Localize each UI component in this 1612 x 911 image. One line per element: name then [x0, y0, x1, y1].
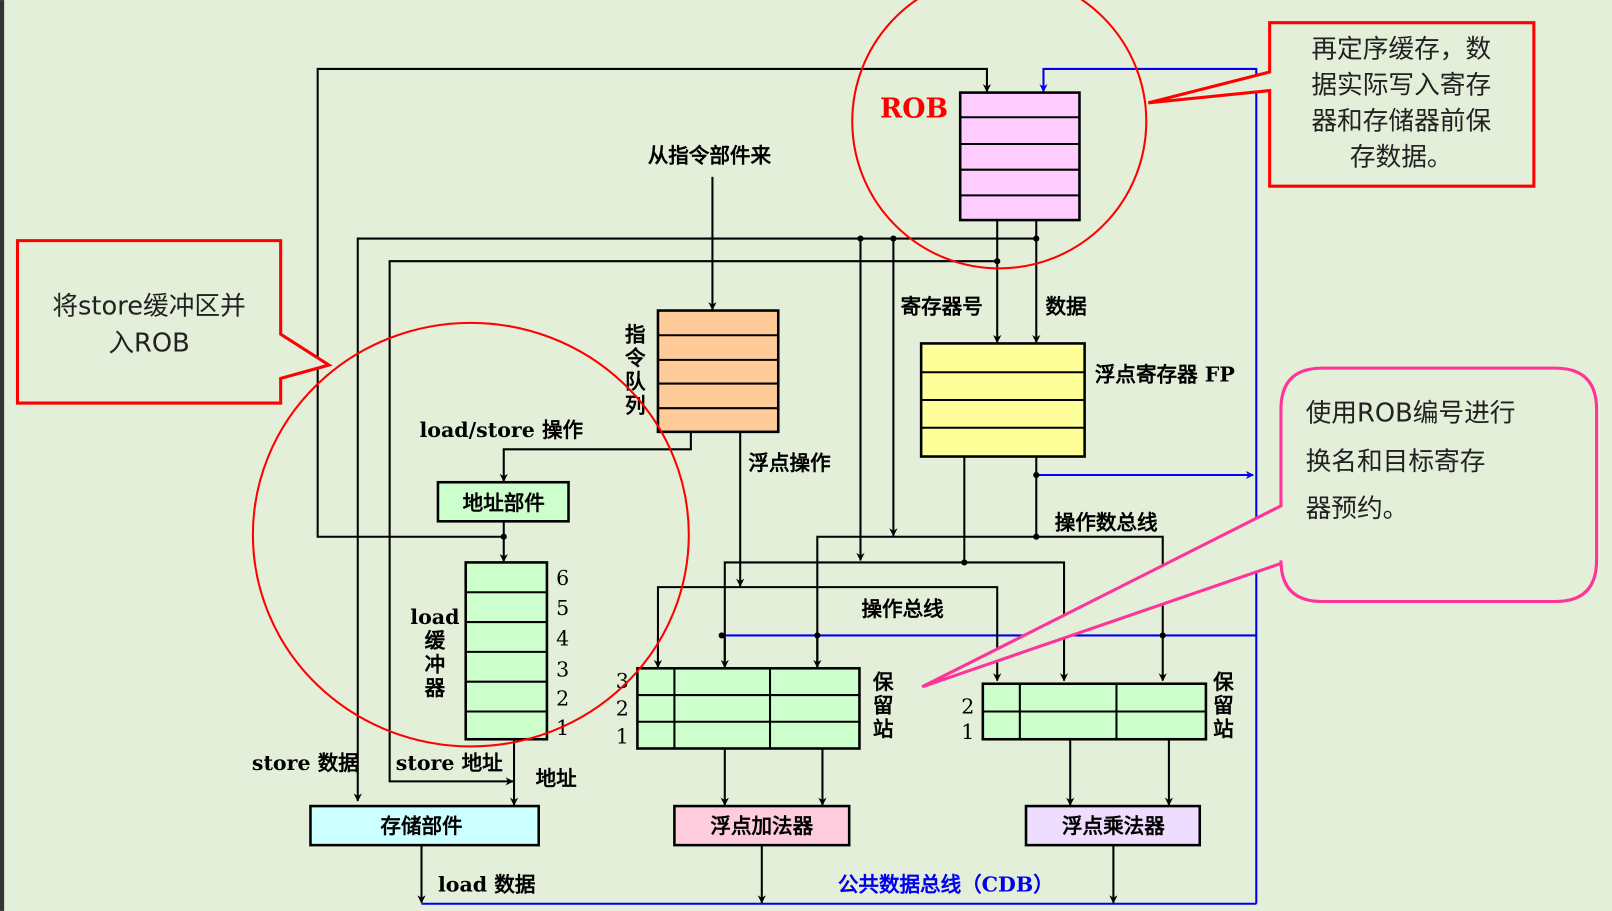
instruction-queue-label: 指 令 队 列	[625, 322, 646, 417]
multiplier-reservation-station	[981, 682, 1208, 741]
store-callout: 将store缓冲区并 入ROB	[15, 239, 333, 405]
iq-label-char: 令	[625, 346, 646, 370]
operand-bus	[816, 535, 1167, 682]
fp-registers-label: 浮点寄存器 FP	[1095, 362, 1235, 386]
callout-line: 器和存储器前保	[1311, 107, 1491, 137]
lb-label: 冲	[425, 652, 446, 676]
fp-multiplier-box	[1024, 804, 1202, 847]
load-buffer-label: load 缓 冲 器	[410, 605, 459, 700]
callout-line: 入ROB	[108, 329, 189, 359]
load-buffer-slot-numbers: 6 5 4 3 2 1	[556, 566, 569, 740]
iq-label-char: 列	[625, 393, 646, 417]
rename-callout: 使用ROB编号进行 换名和目标寄存 器预约。	[921, 366, 1599, 689]
rob-callout: 再定序缓存，数 据实际写入寄存 器和存储器前保 存数据。	[1147, 21, 1536, 188]
memory-unit-box	[309, 804, 540, 847]
fp-adder-box	[673, 804, 851, 847]
store-address-wire	[388, 220, 999, 786]
callout-line: 存数据。	[1350, 143, 1453, 173]
store-data-label: store 数据	[252, 751, 359, 775]
rs-label: 保	[1212, 670, 1234, 694]
cdb-label: 公共数据总线（CDB）	[838, 872, 1054, 896]
slot-number: 3	[556, 658, 569, 682]
rs-slot-number: 2	[616, 697, 629, 721]
load-store-op-wire	[499, 431, 692, 483]
rs-label: 站	[873, 717, 894, 741]
callout-line: 换名和目标寄存	[1306, 447, 1486, 477]
store-address-label: store 地址	[396, 751, 503, 775]
operand-bus-label: 操作数总线	[1055, 511, 1158, 535]
load-buffer-to-rob-wire	[316, 67, 992, 538]
rs-slot-number: 1	[961, 720, 974, 744]
address-label: 地址	[536, 767, 578, 791]
lb-label: 器	[424, 676, 446, 700]
rob-buffer	[958, 91, 1081, 222]
rs-label: 站	[1213, 717, 1234, 741]
data-label: 数据	[1046, 295, 1088, 319]
memory-unit-label: 存储部件	[380, 814, 462, 838]
instruction-queue	[656, 309, 780, 434]
rs-slot-number: 2	[961, 695, 974, 719]
callout-line: 将store缓冲区并	[52, 292, 245, 322]
op-bus-label: 操作总线	[862, 597, 945, 621]
fp-op-label: 浮点操作	[748, 451, 831, 475]
rs-slot-number: 1	[616, 724, 629, 748]
store-data-wire	[353, 220, 1038, 802]
load-buffer-highlight-circle	[251, 321, 690, 748]
iq-label-char: 指	[625, 322, 646, 346]
callout-line: 再定序缓存，数	[1311, 35, 1491, 65]
rs-slot-number: 3	[616, 669, 629, 693]
adder-reservation-station	[636, 667, 861, 750]
address-unit-label: 地址部件	[463, 491, 545, 515]
fp-registers	[919, 342, 1086, 458]
slot-number: 1	[556, 716, 569, 740]
cdb-to-rob-wire	[1039, 67, 1258, 904]
rob-highlight-circle	[851, 0, 1148, 270]
rs-label: 留	[873, 694, 894, 718]
register-number-label: 寄存器号	[901, 295, 983, 319]
slot-number: 5	[556, 596, 569, 620]
adder-rs-label: 保 留 站	[872, 670, 894, 741]
rs-label: 留	[1213, 694, 1234, 718]
junction-dots	[500, 235, 1166, 639]
callout-line: 器预约。	[1306, 494, 1409, 524]
slot-number: 6	[556, 566, 569, 590]
fp-adder-label: 浮点加法器	[710, 814, 813, 838]
left-border	[0, 0, 5, 911]
iq-label-char: 队	[625, 370, 646, 394]
load-data-label: load 数据	[438, 872, 536, 896]
from-instruction-unit-label: 从指令部件来	[648, 144, 772, 168]
address-unit-box	[436, 480, 570, 523]
load-store-op-label: load/store 操作	[419, 418, 583, 442]
rs-label: 保	[872, 670, 894, 694]
callout-line: 据实际写入寄存	[1311, 71, 1491, 101]
lb-label: load	[410, 605, 459, 629]
mult-rs-label: 保 留 站	[1212, 670, 1234, 741]
rob-label: ROB	[880, 93, 948, 124]
op-bus	[656, 586, 1002, 682]
fp-multiplier-label: 浮点乘法器	[1062, 814, 1165, 838]
load-buffer	[464, 561, 549, 741]
lb-label: 缓	[425, 629, 446, 653]
callout-line: 使用ROB编号进行	[1306, 399, 1516, 429]
slot-number: 2	[556, 686, 569, 710]
slot-number: 4	[556, 627, 569, 651]
